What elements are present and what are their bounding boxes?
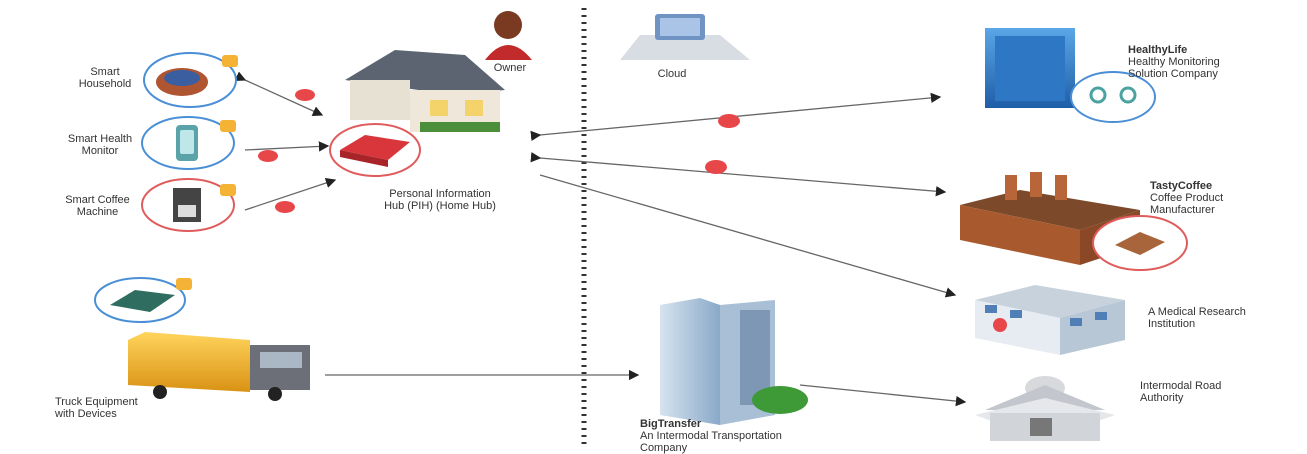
link-hub-hospital	[539, 174, 957, 298]
label-home-hub: Personal Information Hub (PIH) (Home Hub…	[384, 188, 496, 212]
badge-4	[718, 114, 740, 128]
smart-household-device	[143, 52, 238, 108]
smart-coffee-device	[141, 178, 236, 232]
link-health-hub	[244, 141, 330, 152]
label-owner: Owner	[493, 62, 527, 74]
link-hub-factory	[530, 152, 947, 197]
label-factory-name: TastyCoffee	[1150, 180, 1213, 192]
healthylife-building	[985, 28, 1156, 123]
badge-1	[295, 89, 315, 101]
link-coffee-hub	[244, 177, 337, 211]
factory-building	[960, 172, 1188, 271]
owner-icon	[485, 11, 532, 60]
label-transport-desc: An Intermodal Transportation Company	[640, 430, 782, 454]
label-transport-name: BigTransfer	[640, 418, 702, 430]
link-transport-authority	[799, 384, 967, 407]
link-household-hub	[234, 71, 324, 116]
label-truck: Truck Equipment with Devices	[55, 396, 138, 420]
label-healthylife-name: HealthyLife	[1128, 44, 1188, 56]
house-illustration	[345, 50, 505, 132]
smart-health-device	[141, 116, 236, 170]
label-healthylife-desc: Healthy Monitoring Solution Company	[1128, 56, 1220, 80]
label-smart-coffee-machine: Smart Coffee Machine	[65, 194, 130, 218]
label-cloud: Cloud	[657, 68, 687, 80]
link-hub-healthylife	[530, 92, 942, 142]
label-smart-household: Smart Household	[78, 66, 132, 90]
label-factory-desc: Coffee Product Manufacturer	[1150, 192, 1224, 216]
badge-5	[705, 160, 727, 174]
transport-company-building	[660, 298, 808, 425]
badge-2	[258, 150, 278, 162]
hospital-building	[975, 285, 1125, 355]
label-authority: Intermodal Road Authority	[1140, 380, 1222, 404]
label-smart-health-monitor: Smart Health Monitor	[67, 133, 133, 157]
authority-building	[975, 376, 1115, 441]
cloud-icon	[620, 14, 750, 60]
connections	[234, 71, 967, 407]
badge-3	[275, 201, 295, 213]
lock-badges	[258, 89, 740, 213]
truck-illustration	[94, 277, 310, 401]
label-hospital: A Medical Research Institution	[1148, 306, 1246, 330]
home-hub-device	[329, 123, 421, 177]
